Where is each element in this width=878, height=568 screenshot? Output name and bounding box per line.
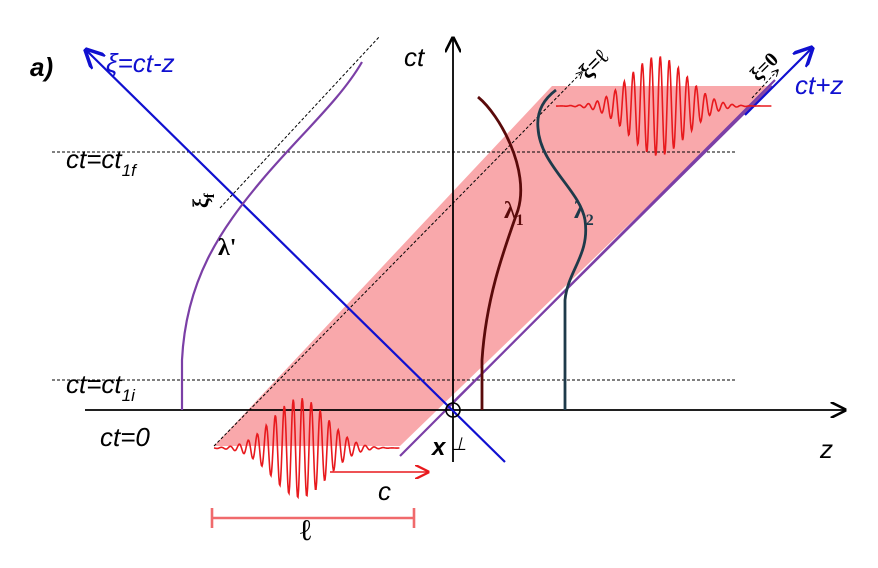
xi-zero-arrow bbox=[751, 70, 778, 99]
zero-time-label: ct=0 bbox=[100, 422, 150, 452]
z-axis-label: z bbox=[819, 434, 833, 464]
length-label: ℓ bbox=[300, 514, 311, 547]
transverse-label: x bbox=[430, 434, 447, 461]
lambda2-trajectory bbox=[536, 88, 588, 410]
xi-f-label: ξf bbox=[188, 192, 218, 208]
xi-ell-guide-line bbox=[213, 72, 582, 447]
lambda-prime-trajectory bbox=[180, 61, 363, 410]
laser-pulse-bottom bbox=[213, 398, 400, 500]
xi-axis-label: ξ=ct-z bbox=[106, 48, 175, 78]
initial-time-label: ct=ct1i bbox=[66, 369, 136, 405]
panel-label: a) bbox=[30, 52, 53, 82]
laser-pulse-top bbox=[556, 56, 772, 156]
ct-plus-z-label: ct+z bbox=[795, 70, 843, 100]
lambda-prime-label: λ' bbox=[218, 235, 236, 261]
lambda2-label: λ2 bbox=[574, 198, 594, 229]
final-time-label: ct=ct1f bbox=[66, 144, 138, 180]
xi-zero-label: ξ=0 bbox=[746, 49, 783, 86]
lambda1-label: λ1 bbox=[504, 198, 524, 229]
pulse-region bbox=[214, 86, 772, 446]
xi-f-guide-line bbox=[219, 35, 381, 209]
speed-label: c bbox=[378, 476, 391, 506]
origin-marker bbox=[445, 402, 461, 418]
ct-axis-label: ct bbox=[404, 42, 426, 72]
lambda1-trajectory bbox=[477, 95, 523, 410]
xi-axis bbox=[86, 50, 506, 463]
light-line-upper bbox=[444, 85, 773, 411]
ct-plus-z-axis bbox=[744, 48, 812, 116]
perp-label: ⊥ bbox=[451, 434, 467, 454]
xi-ell-label: ξ=ℓ bbox=[574, 44, 613, 83]
